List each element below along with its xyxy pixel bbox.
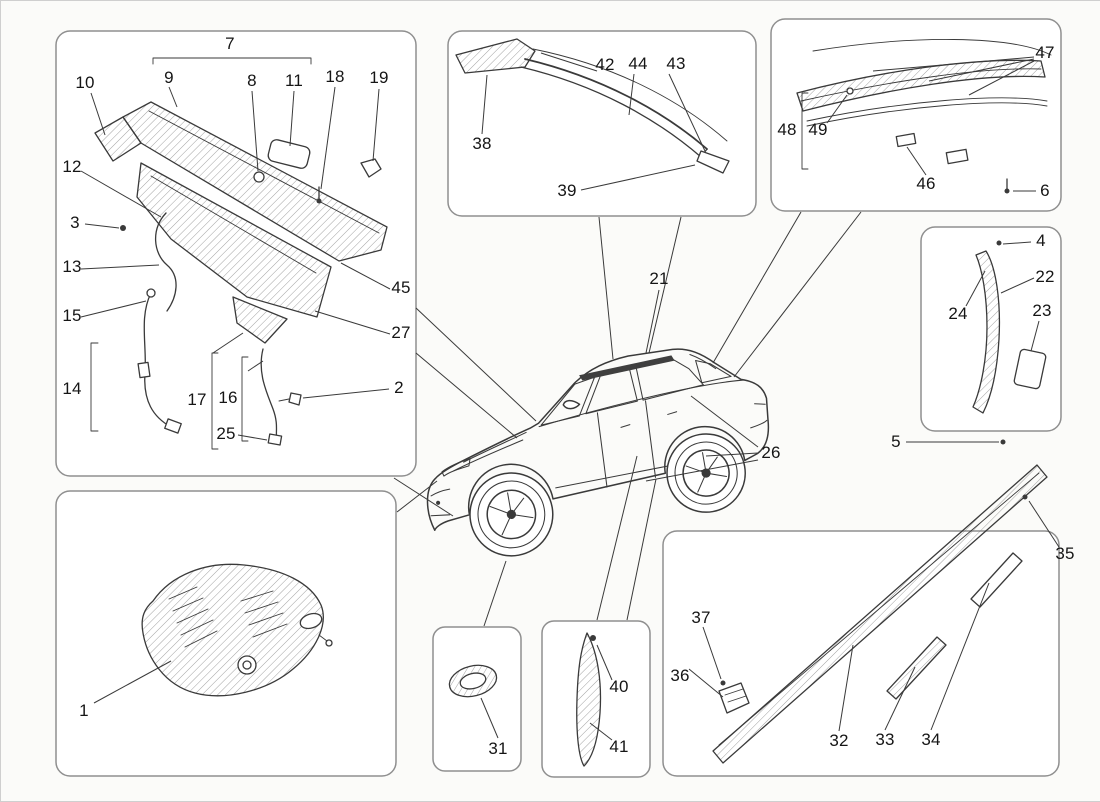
windshield-trim-drawing (455, 38, 730, 191)
cowl-panel-drawing (80, 57, 391, 450)
leader-lines (393, 211, 862, 627)
pillar-trim-drawing (965, 240, 1047, 414)
rear-shelf-trim-drawing (796, 39, 1052, 194)
grommet-drawing (448, 664, 499, 739)
rear-shelf-trim-box (770, 18, 1062, 212)
windshield-trim-box (447, 30, 757, 217)
engine-cover-drawing (93, 563, 333, 704)
sill-cover-drawing (688, 439, 1060, 764)
grommet-box (432, 626, 522, 772)
pillar-seal-drawing (576, 632, 613, 767)
car-illustration (426, 348, 770, 557)
